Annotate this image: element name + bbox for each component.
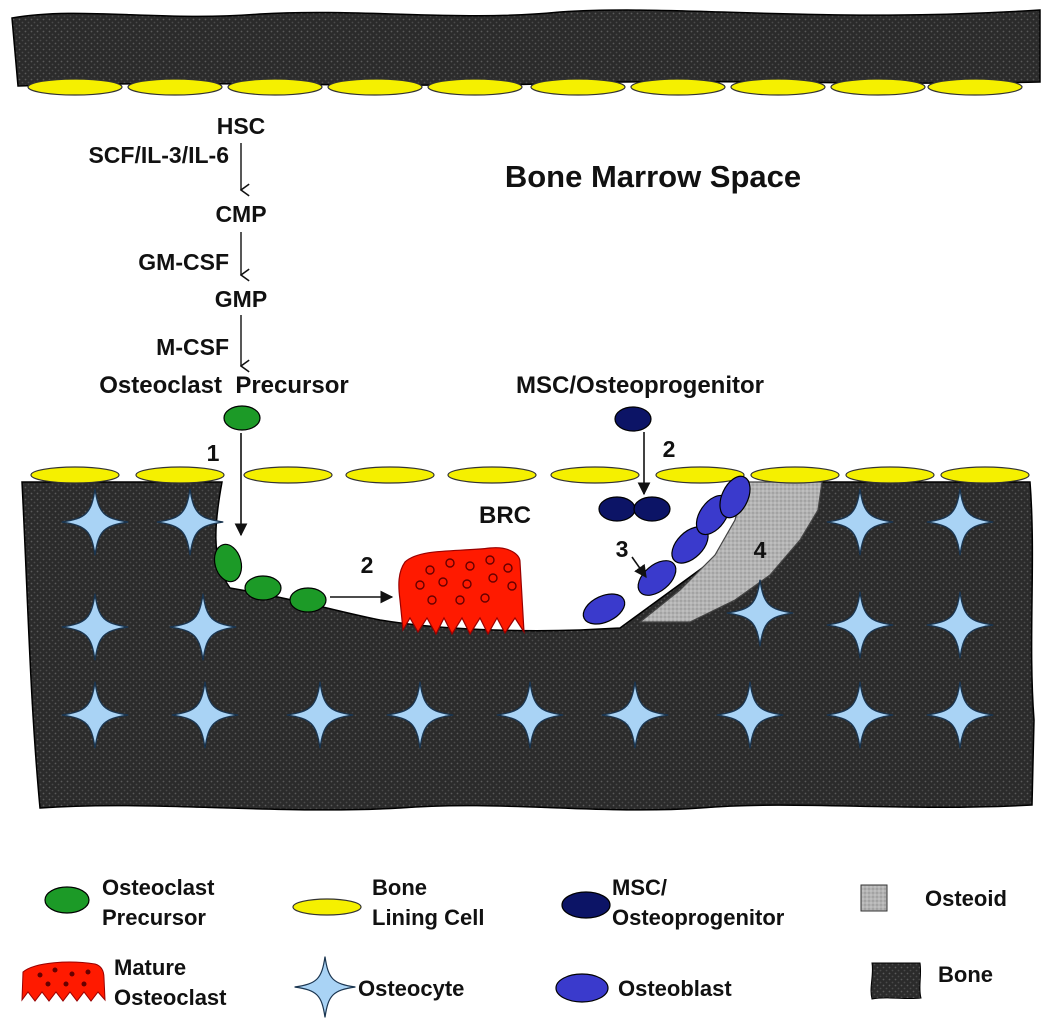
legend-mature-osteoclast-line2: Osteoclast: [114, 985, 227, 1010]
legend-mature-osteoclast-swatch: [21, 961, 106, 1002]
osteoclast-nuclei: [415, 555, 517, 605]
brc-label: BRC: [479, 502, 531, 529]
step-4-label: 4: [754, 537, 767, 563]
msc-cells: [598, 406, 671, 522]
osteoclast-precursor-label: Osteoclast Precursor: [99, 372, 348, 399]
legend-osteocyte-label: Osteocyte: [358, 976, 464, 1001]
gmp-label: GMP: [215, 286, 267, 312]
legend-bone-lining-cell-swatch: [292, 898, 362, 916]
process-arrows: [234, 432, 651, 604]
bone-marrow-space-label: Bone Marrow Space: [505, 159, 801, 194]
legend-bone-swatch: [870, 962, 922, 1000]
legend-osteoid-label: Osteoid: [925, 886, 1007, 911]
legend-msc-line1: MSC/: [612, 875, 667, 900]
m-csf-label: M-CSF: [156, 334, 229, 360]
legend-bone-label: Bone: [938, 962, 993, 987]
mature-osteoclast: [398, 547, 525, 636]
gm-csf-label: GM-CSF: [138, 249, 229, 275]
legend-osteoclast-precursor-line2: Precursor: [102, 905, 206, 930]
legend-msc-swatch: [561, 891, 611, 919]
legend-bone-lining-cell-line2: Lining Cell: [372, 905, 484, 930]
step-2-msc-label: 2: [663, 436, 676, 462]
legend-osteoblast-label: Osteoblast: [618, 976, 732, 1001]
legend-mature-osteoclast-line1: Mature: [114, 955, 186, 980]
osteoblasts: [582, 475, 751, 625]
step-3-label: 3: [616, 536, 629, 562]
scf-il3-il6-label: SCF/IL-3/IL-6: [88, 142, 229, 168]
hsc-label: HSC: [217, 113, 266, 139]
bone-surface-lining-cells: [30, 466, 1030, 484]
legend-osteoblast-swatch: [555, 973, 609, 1003]
legend-osteoclast-precursor-line1: Osteoclast: [102, 875, 215, 900]
legend-mature-osteoclast-nuclei: [37, 967, 91, 987]
top-lining-cells: [27, 78, 1023, 96]
bone-tissue: [21, 481, 1035, 811]
msc-osteoprogenitor-label: MSC/Osteoprogenitor: [516, 372, 764, 399]
legend-osteocyte-swatch: [294, 955, 356, 1019]
legend-msc-line2: Osteoprogenitor: [612, 905, 785, 930]
legend: Osteoclast Precursor Bone Lining Cell MS…: [21, 875, 1007, 1019]
legend-osteoid-swatch: [860, 884, 888, 912]
legend-bone-lining-cell-line1: Bone: [372, 875, 427, 900]
legend-osteoclast-precursor-swatch: [44, 886, 90, 914]
cmp-label: CMP: [215, 201, 266, 227]
step-2-osteoclast-label: 2: [361, 552, 374, 578]
top-bone-layer: [11, 9, 1041, 87]
step-1-label: 1: [207, 440, 220, 466]
osteoclast-precursors: [213, 405, 327, 613]
osteoid-layer: [638, 481, 823, 623]
